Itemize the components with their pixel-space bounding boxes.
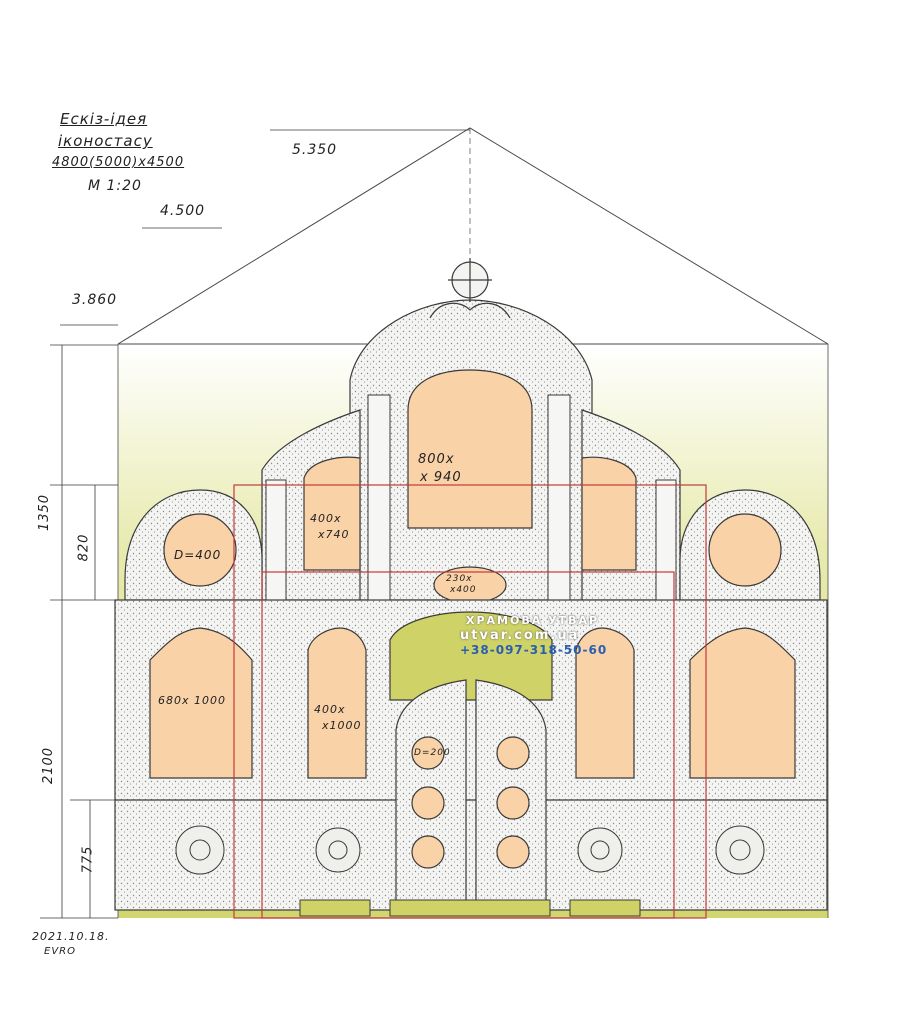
watermark-site: utvar.com.ua — [460, 628, 580, 643]
panel-lower-left-large — [149, 627, 253, 779]
elevation-top: 5.350 — [292, 142, 338, 158]
royal-doors — [389, 611, 553, 911]
label-center-top-2: x 940 — [420, 470, 462, 485]
roof-gable — [117, 127, 829, 345]
scale-label: M 1:20 — [88, 178, 142, 194]
dim-base: 775 — [80, 845, 96, 874]
dimension-lines — [40, 129, 470, 919]
label-upper-side-2: x740 — [318, 528, 350, 541]
red-guides — [233, 484, 707, 919]
elevation-low: 3.860 — [72, 292, 118, 308]
cross-crest — [429, 258, 511, 319]
lower-panels — [149, 627, 796, 779]
label-lower-side-2: x1000 — [322, 719, 362, 732]
watermark-phone: +38-097-318-50-60 — [460, 643, 608, 657]
label-lower-side-large: 680x 1000 — [158, 694, 226, 707]
medallion-right — [708, 513, 782, 587]
label-lower-side-1: 400x — [314, 703, 346, 716]
plinth — [299, 899, 641, 917]
watermark-brand: ХРАМОВА УТВАР — [466, 614, 600, 627]
signature-date: 2021.10.18. — [32, 930, 110, 943]
label-oval-2: x400 — [450, 585, 477, 595]
label-medallion: D=400 — [174, 548, 222, 562]
panel-lower-left — [307, 627, 367, 779]
medallion-left — [163, 513, 237, 587]
signature-initials: EVRO — [44, 946, 76, 957]
title-line-2: іконостасу — [58, 132, 153, 150]
rosettes — [175, 825, 765, 875]
panel-lower-right — [575, 627, 635, 779]
elevation-mid: 4.500 — [160, 203, 206, 219]
label-center-top-1: 800x — [418, 452, 455, 467]
title-line-3: 4800(5000)x4500 — [52, 155, 185, 170]
panel-upper-right — [581, 456, 637, 571]
dim-lower-tier: 2100 — [41, 746, 57, 785]
panel-center-top — [407, 369, 533, 529]
dim-upper-window: 820 — [76, 533, 92, 562]
panel-lower-right-large — [689, 627, 796, 779]
label-upper-side-1: 400x — [310, 512, 342, 525]
label-door-circle: D=200 — [414, 748, 451, 758]
dim-upper-tier: 1350 — [37, 493, 53, 532]
title-line-1: Ескіз-ідея — [60, 110, 148, 128]
label-oval-1: 230x — [446, 574, 473, 584]
